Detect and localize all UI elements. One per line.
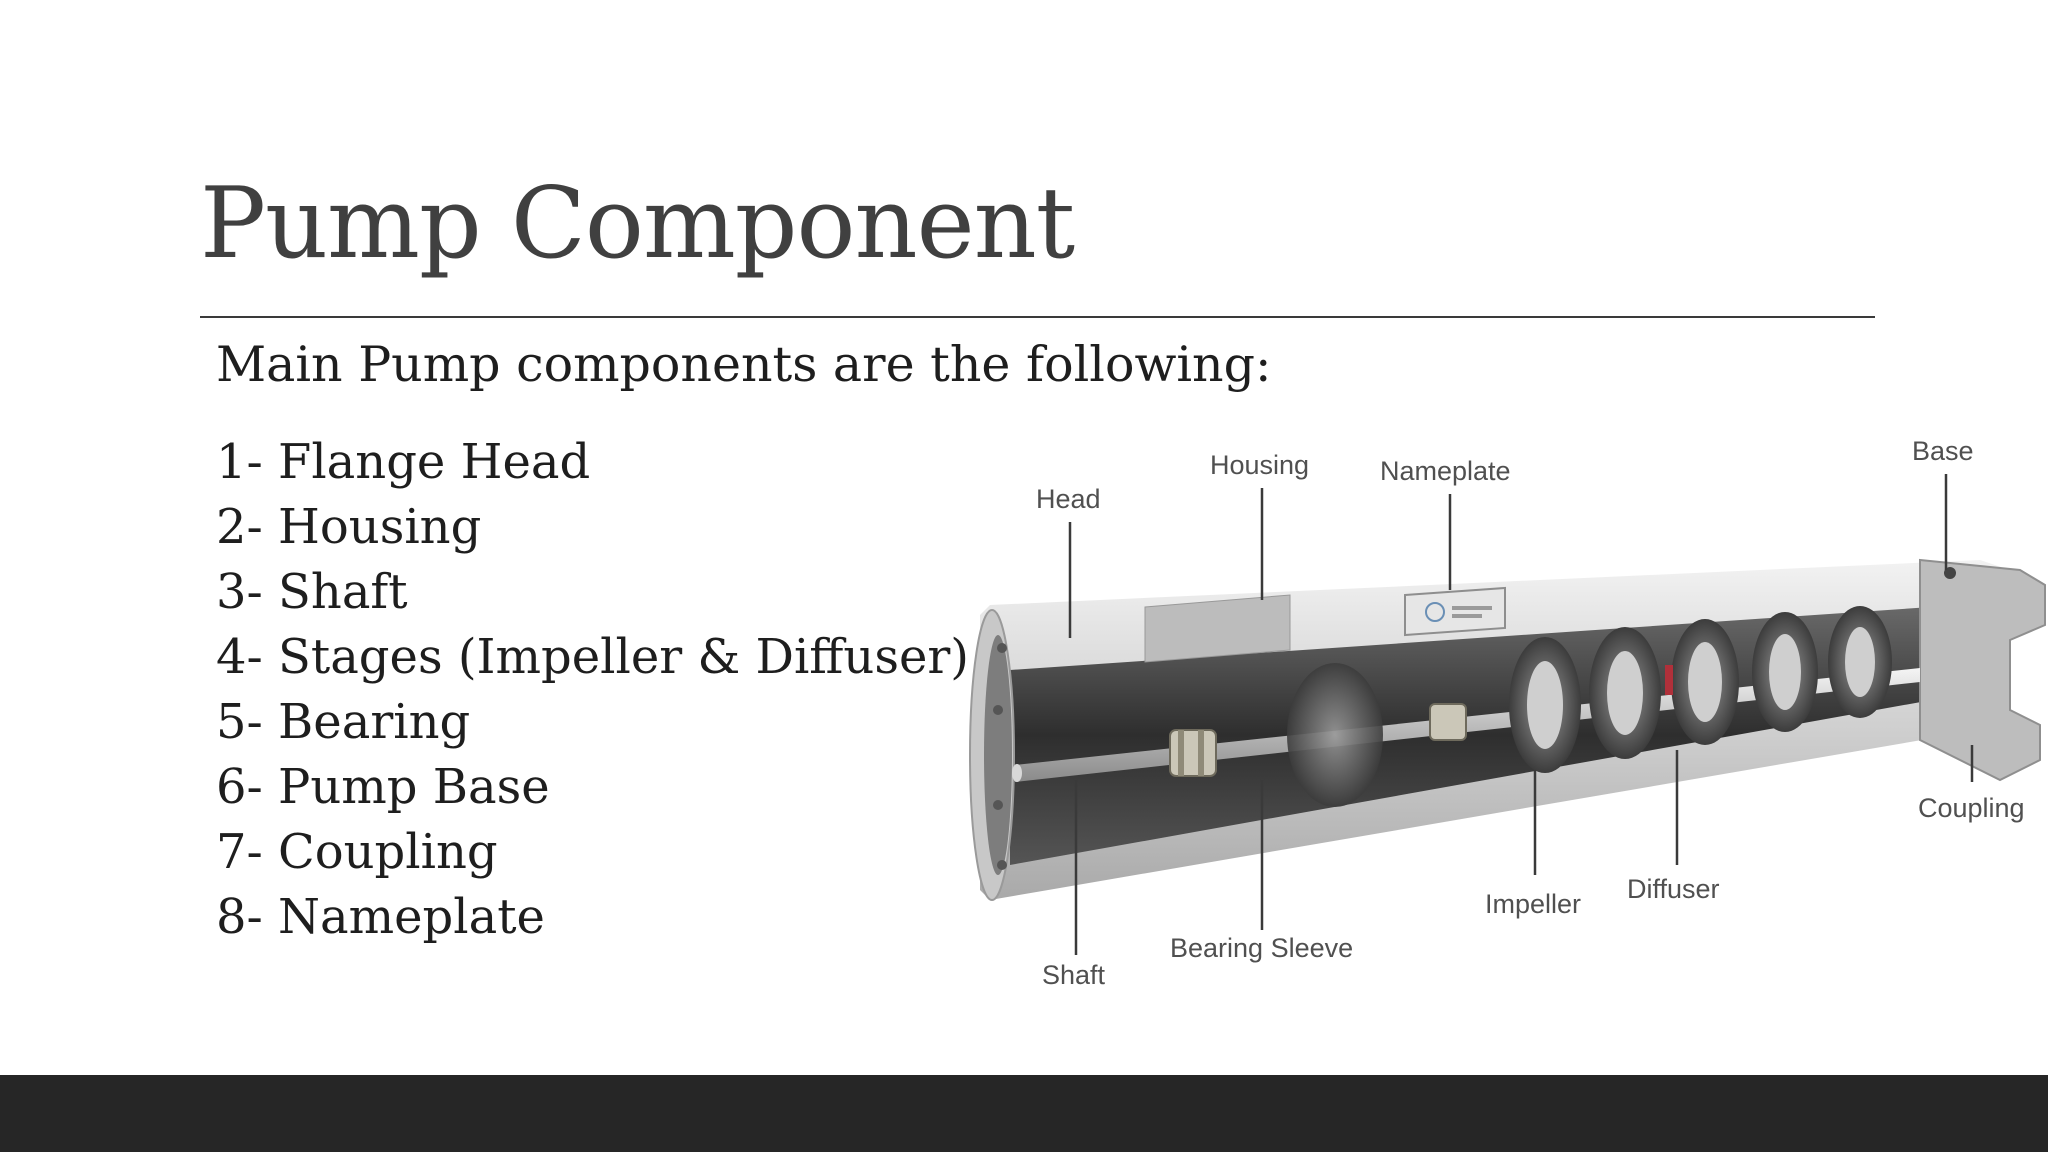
bearing-sleeve (1169, 703, 1467, 777)
label-base: Base (1912, 436, 1974, 466)
list-item: 7- Coupling (216, 824, 498, 880)
label-shaft: Shaft (1042, 960, 1106, 990)
label-nameplate: Nameplate (1380, 456, 1511, 486)
list-item: 2- Housing (216, 499, 482, 555)
label-bearing-sleeve: Bearing Sleeve (1170, 933, 1353, 963)
pump-cutaway-diagram: Head Housing Nameplate Base Coupling Dif… (969, 436, 2046, 990)
list-item: 8- Nameplate (216, 889, 545, 945)
label-diffuser: Diffuser (1627, 874, 1720, 904)
intro-text: Main Pump components are the following: (216, 336, 1272, 393)
pump-body (969, 558, 2046, 901)
footer-bar (0, 1075, 2048, 1152)
list-item: 1- Flange Head (216, 434, 591, 490)
list-item: 5- Bearing (216, 694, 471, 750)
label-coupling: Coupling (1918, 793, 2025, 823)
label-head: Head (1036, 484, 1101, 514)
label-housing: Housing (1210, 450, 1309, 480)
list-item: 4- Stages (Impeller & Diffuser) (216, 629, 970, 685)
list-item: 6- Pump Base (216, 759, 550, 815)
callout-lines (1068, 474, 1974, 955)
component-list: 1- Flange Head 2- Housing 3- Shaft 4- St… (216, 430, 969, 950)
title-divider (200, 316, 1875, 318)
pump-stages (1287, 606, 1892, 807)
list-item: 3- Shaft (216, 564, 408, 620)
label-impeller: Impeller (1485, 889, 1581, 919)
slide-title: Pump Component (200, 167, 1075, 281)
